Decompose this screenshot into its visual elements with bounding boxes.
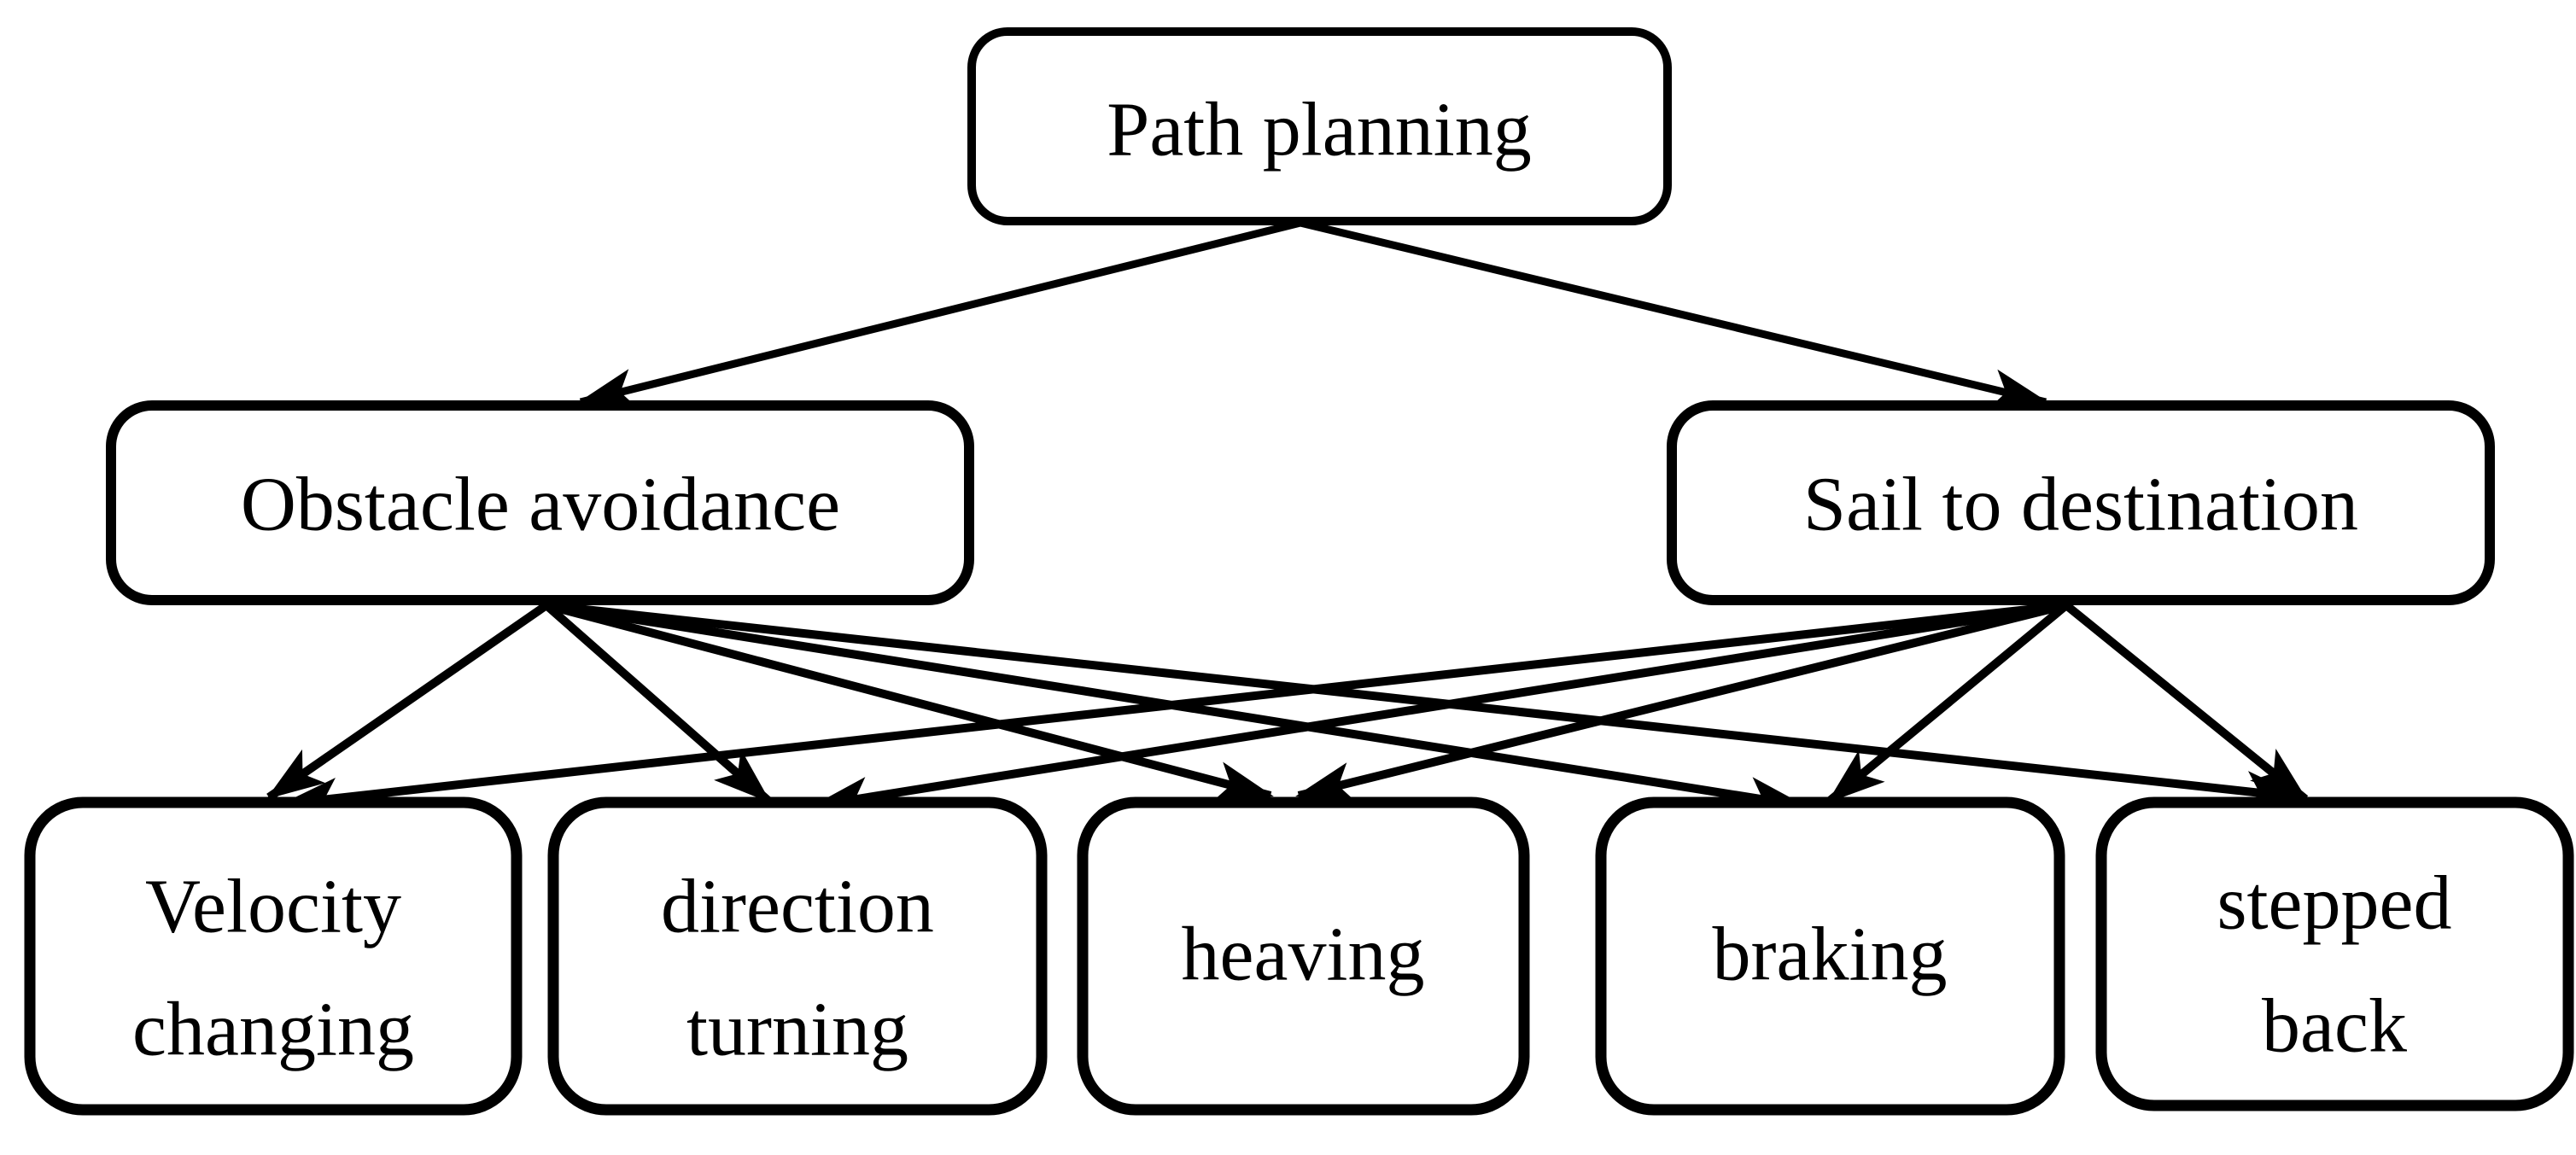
edge-obstacle-avoidance-to-heaving: [545, 601, 1274, 802]
node-heaving-box: [1077, 796, 1530, 1116]
node-velocity-changing: Velocity changing: [24, 796, 523, 1116]
node-direction-turning-label-line2: turning: [686, 988, 908, 1072]
edge-sail-to-destination-to-heaving: [1295, 601, 2068, 802]
node-direction-turning: direction turning: [547, 796, 1048, 1116]
node-braking: braking: [1595, 796, 2065, 1116]
node-stepped-back-label-line2: back: [2262, 984, 2407, 1069]
node-path-planning: Path planning: [967, 27, 1672, 225]
node-direction-turning-box: [547, 796, 1048, 1116]
node-heaving: heaving: [1077, 796, 1530, 1116]
node-sail-to-destination-label: Sail to destination: [1803, 463, 2358, 547]
nodes-layer: Path planning Obstacle avoidance Sail to…: [24, 27, 2574, 1116]
edge-sail-to-destination-to-velocity-changing: [280, 601, 2067, 819]
node-path-planning-box: [967, 27, 1672, 225]
node-stepped-back-label-line1: stepped: [2217, 861, 2452, 946]
node-obstacle-avoidance-label: Obstacle avoidance: [241, 463, 840, 547]
node-velocity-changing-label-line2: changing: [132, 988, 414, 1072]
node-braking-label: braking: [1713, 913, 1948, 997]
node-obstacle-avoidance-box: [106, 400, 974, 605]
edge-sail-to-destination-to-braking: [1826, 602, 2070, 804]
node-sail-to-destination: Sail to destination: [1667, 400, 2495, 605]
edge-path-planning-to-obstacle-avoidance: [577, 219, 1302, 409]
node-heaving-label: heaving: [1182, 913, 1425, 997]
edge-path-planning-to-sail-to-destination: [1299, 219, 2049, 410]
edges-layer: [266, 219, 2309, 819]
edge-obstacle-avoidance-to-velocity-changing: [266, 601, 549, 802]
node-direction-turning-label-line1: direction: [661, 865, 934, 949]
node-obstacle-avoidance: Obstacle avoidance: [106, 400, 974, 605]
edge-obstacle-avoidance-to-direction-turning: [543, 602, 772, 804]
node-braking-box: [1595, 796, 2065, 1116]
edge-sail-to-destination-to-stepped-back: [2063, 602, 2309, 802]
node-stepped-back-box: [2095, 796, 2574, 1111]
node-velocity-changing-label-line1: Velocity: [145, 865, 401, 949]
edge-obstacle-avoidance-to-stepped-back: [546, 601, 2304, 812]
node-path-planning-label: Path planning: [1107, 88, 1531, 172]
node-stepped-back: stepped back: [2095, 796, 2574, 1111]
edge-sail-to-destination-to-direction-turning: [811, 601, 2067, 818]
node-sail-to-destination-box: [1667, 400, 2495, 605]
node-velocity-changing-box: [24, 796, 523, 1116]
